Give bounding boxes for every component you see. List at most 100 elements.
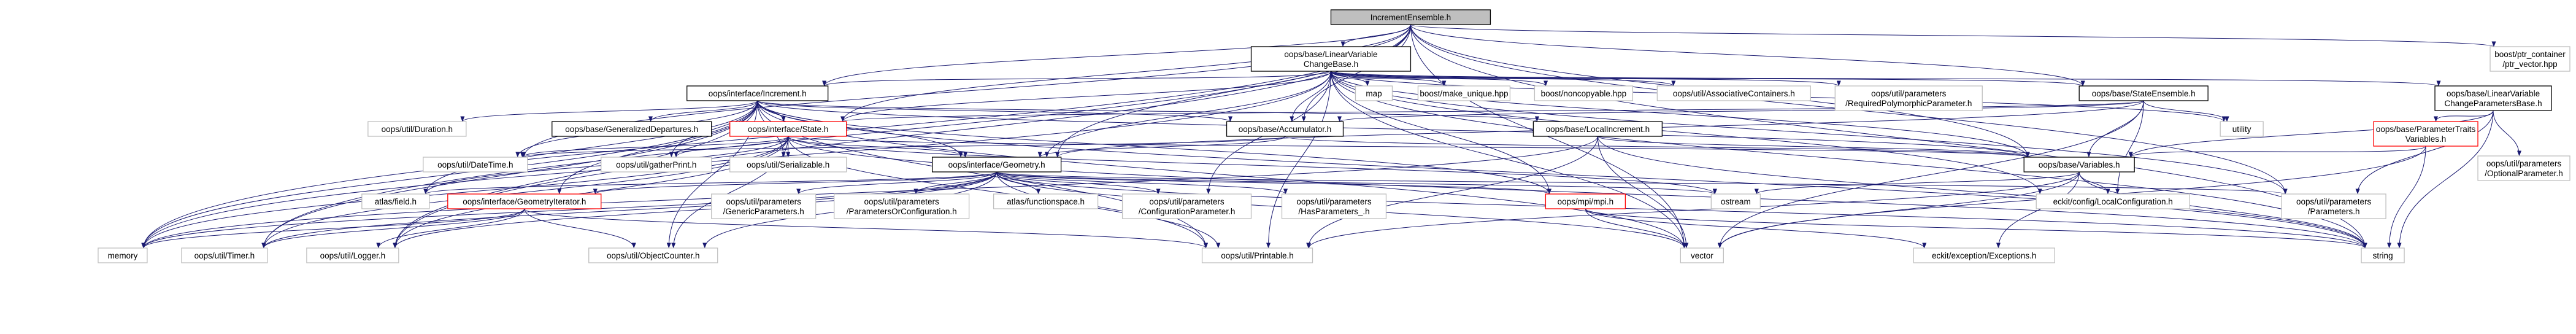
node-locinc[interactable]: oops/base/LocalIncrement.h	[1532, 121, 1663, 137]
node-box[interactable]	[1913, 247, 2055, 263]
node-label: utility	[2232, 125, 2251, 134]
node-box[interactable]	[2220, 121, 2264, 137]
edge-ptraits-to-string	[2387, 146, 2426, 249]
node-box[interactable]	[1532, 121, 1663, 137]
node-lvcpb[interactable]: oops/base/LinearVariableChangeParameters…	[2434, 85, 2552, 111]
node-cfgparam[interactable]: oops/util/parameters/ConfigurationParame…	[1121, 193, 1252, 219]
node-dur[interactable]: oops/util/Duration.h	[367, 121, 467, 137]
node-genparams[interactable]: oops/util/parameters/GenericParameters.h	[711, 193, 817, 219]
node-box[interactable]	[2373, 121, 2478, 147]
node-label: string	[2373, 251, 2393, 260]
node-root[interactable]: IncrementEnsemble.h	[1330, 9, 1491, 25]
node-box[interactable]	[306, 247, 399, 263]
node-reqpoly[interactable]: oops/util/parameters/RequiredPolymorphic…	[1834, 85, 1983, 111]
node-box[interactable]	[361, 193, 430, 209]
node-box[interactable]	[1656, 85, 1811, 101]
edge-root-to-stens	[1410, 24, 2085, 87]
node-field[interactable]: atlas/field.h	[361, 193, 430, 209]
node-box[interactable]	[1680, 247, 1724, 263]
node-box[interactable]	[1534, 85, 1634, 101]
node-label: oops/base/Accumulator.h	[1239, 125, 1332, 134]
node-box[interactable]	[423, 157, 528, 173]
node-box[interactable]	[1710, 193, 1761, 209]
node-params[interactable]: oops/util/parameters/Parameters.h	[2281, 193, 2386, 219]
node-map[interactable]: map	[1355, 85, 1393, 101]
edge-geom-to-printable	[996, 171, 1221, 249]
node-box[interactable]	[2489, 46, 2570, 72]
edge-incr-to-geomit	[557, 100, 758, 195]
node-label: oops/interface/State.h	[748, 125, 828, 134]
node-label: oops/util/parameters	[864, 197, 939, 206]
node-mku[interactable]: boost/make_unique.hpp	[1417, 85, 1511, 101]
node-box[interactable]	[1834, 85, 1983, 111]
node-box[interactable]	[552, 121, 712, 137]
node-box[interactable]	[2361, 247, 2405, 263]
node-box[interactable]	[834, 193, 970, 219]
node-incr[interactable]: oops/interface/Increment.h	[686, 85, 829, 101]
node-box[interactable]	[181, 247, 268, 263]
edge-lvcb-to-assoc	[1330, 71, 1676, 87]
node-box[interactable]	[2078, 85, 2209, 101]
node-box[interactable]	[931, 157, 1062, 173]
node-gprint[interactable]: oops/util/gatherPrint.h	[601, 157, 712, 173]
node-lcfg[interactable]: eckit/config/LocalConfiguration.h	[2036, 193, 2190, 209]
node-box[interactable]	[729, 157, 847, 173]
node-box[interactable]	[98, 247, 148, 263]
edge-incr-to-field	[423, 100, 758, 195]
node-box[interactable]	[367, 121, 467, 137]
node-box[interactable]	[1250, 46, 1412, 72]
node-geom[interactable]: oops/interface/Geometry.h	[931, 157, 1062, 173]
node-box[interactable]	[2477, 155, 2570, 181]
node-box[interactable]	[447, 193, 602, 209]
node-logger[interactable]: oops/util/Logger.h	[306, 247, 399, 263]
node-haspar[interactable]: oops/util/parameters/HasParameters_.h	[1281, 193, 1387, 219]
node-vars[interactable]: oops/base/Variables.h	[2023, 157, 2135, 173]
node-box[interactable]	[1417, 85, 1511, 101]
node-utility[interactable]: utility	[2220, 121, 2264, 137]
node-state[interactable]: oops/interface/State.h	[729, 121, 847, 137]
node-printable[interactable]: oops/util/Printable.h	[1201, 247, 1313, 263]
node-accum[interactable]: oops/base/Accumulator.h	[1226, 121, 1344, 137]
node-nonc[interactable]: boost/noncopyable.hpp	[1534, 85, 1634, 101]
node-box[interactable]	[1121, 193, 1252, 219]
edge-geom-to-haspar	[996, 171, 1288, 195]
node-box[interactable]	[993, 193, 1099, 209]
node-box[interactable]	[1355, 85, 1393, 101]
node-box[interactable]	[1545, 193, 1626, 209]
node-box[interactable]	[2023, 157, 2135, 173]
node-box[interactable]	[686, 85, 829, 101]
node-string[interactable]: string	[2361, 247, 2405, 263]
node-box[interactable]	[729, 121, 847, 137]
node-box[interactable]	[1201, 247, 1313, 263]
node-mpi[interactable]: oops/mpi/mpi.h	[1545, 193, 1626, 209]
node-box[interactable]	[711, 193, 817, 219]
node-paramscfg[interactable]: oops/util/parameters/ParametersOrConfigu…	[834, 193, 970, 219]
node-ptrvec[interactable]: boost/ptr_container/ptr_vector.hpp	[2489, 46, 2570, 72]
node-optp[interactable]: oops/util/parameters/OptionalParameter.h	[2477, 155, 2570, 181]
edge-incr-to-vars	[757, 100, 2030, 158]
node-fspace[interactable]: atlas/functionspace.h	[993, 193, 1099, 209]
node-timer[interactable]: oops/util/Timer.h	[181, 247, 268, 263]
node-box[interactable]	[2434, 85, 2552, 111]
node-datetime[interactable]: oops/util/DateTime.h	[423, 157, 528, 173]
node-vector[interactable]: vector	[1680, 247, 1724, 263]
node-box[interactable]	[1330, 9, 1491, 25]
node-box[interactable]	[2036, 193, 2190, 209]
node-box[interactable]	[1281, 193, 1387, 219]
node-box[interactable]	[588, 247, 718, 263]
node-gendep[interactable]: oops/base/GeneralizedDepartures.h	[552, 121, 712, 137]
node-box[interactable]	[601, 157, 712, 173]
edge-mpi-to-except	[1585, 208, 1927, 249]
node-memory[interactable]: memory	[98, 247, 148, 263]
node-stens[interactable]: oops/base/StateEnsemble.h	[2078, 85, 2209, 101]
node-ostream[interactable]: ostream	[1710, 193, 1761, 209]
node-objcnt[interactable]: oops/util/ObjectCounter.h	[588, 247, 718, 263]
node-assoc[interactable]: oops/util/AssociativeContainers.h	[1656, 85, 1811, 101]
node-except[interactable]: eckit/exception/Exceptions.h	[1913, 247, 2055, 263]
node-geomit[interactable]: oops/interface/GeometryIterator.h	[447, 193, 602, 209]
node-box[interactable]	[2281, 193, 2386, 219]
node-serial[interactable]: oops/util/Serializable.h	[729, 157, 847, 173]
node-box[interactable]	[1226, 121, 1344, 137]
